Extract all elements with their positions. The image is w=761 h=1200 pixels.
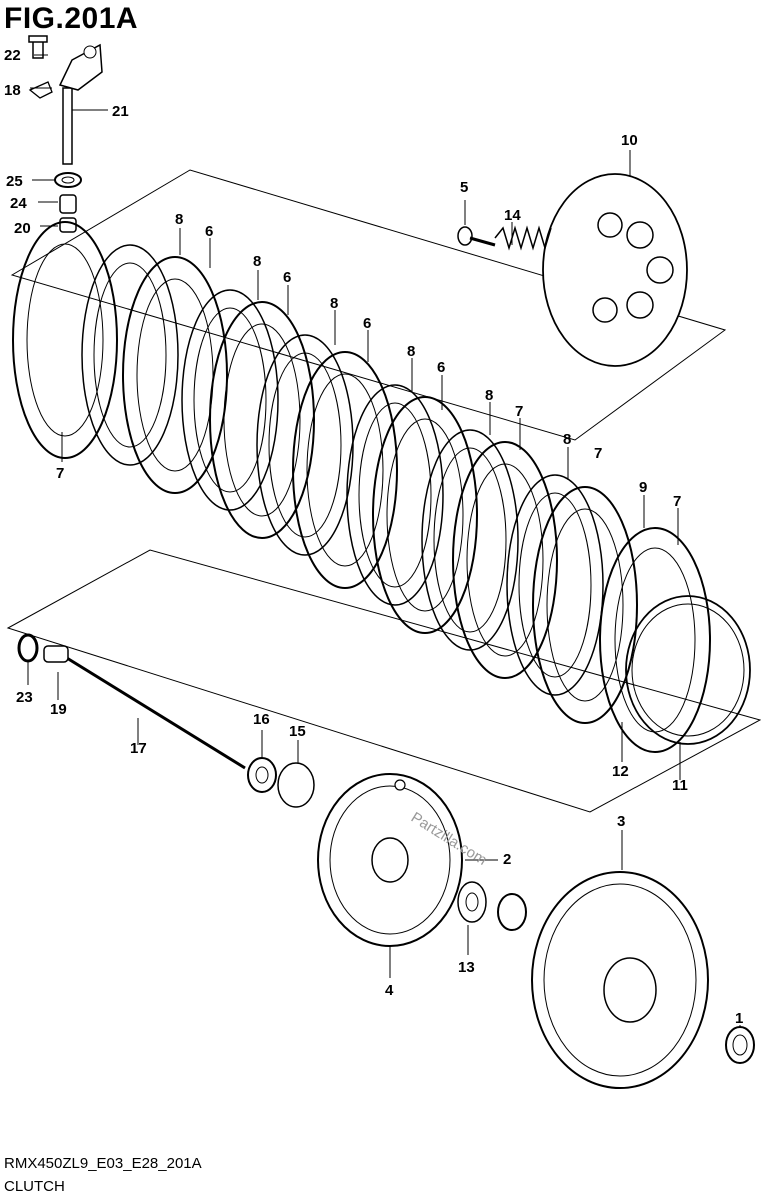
drive-plate	[292, 351, 398, 589]
drive-plate	[372, 396, 478, 634]
spring-bolt	[457, 226, 496, 247]
callout-9: 9	[639, 479, 647, 496]
callout-16: 16	[253, 711, 270, 728]
callout-6a: 6	[205, 223, 213, 240]
clip-18	[28, 81, 53, 99]
callout-24: 24	[10, 195, 27, 212]
release-shaft-assembly	[28, 35, 103, 233]
spring-washer-11	[625, 595, 751, 745]
callout-6d: 6	[437, 359, 445, 376]
sleeve-hub	[317, 773, 463, 947]
drive-plate	[122, 256, 228, 494]
basket-group-outline	[6, 549, 761, 813]
callout-8a: 8	[175, 211, 183, 228]
push-rod-piece-19	[43, 645, 69, 663]
callout-2: 2	[503, 851, 511, 868]
callout-15: 15	[289, 723, 306, 740]
clutch-plate-stack	[12, 221, 751, 753]
callout-14: 14	[504, 207, 521, 224]
driven-plate	[346, 384, 444, 606]
drive-plate	[599, 527, 711, 753]
needle-bearing-2	[497, 893, 527, 931]
driven-plate	[256, 334, 354, 556]
drive-plate	[532, 486, 638, 724]
callout-20: 20	[14, 220, 31, 237]
driven-plate	[81, 244, 179, 466]
driven-plate	[506, 474, 604, 696]
plate-group-outline	[10, 169, 727, 441]
callout-22: 22	[4, 47, 21, 64]
callout-8c: 8	[330, 295, 338, 312]
clutch-spring	[494, 225, 552, 251]
callout-7a: 7	[515, 403, 523, 420]
pressure-plate	[542, 173, 688, 367]
bush-20	[59, 217, 77, 233]
callout-13: 13	[458, 959, 475, 976]
callout-6b: 6	[283, 269, 291, 286]
callout-8e: 8	[485, 387, 493, 404]
callout-18: 18	[4, 82, 21, 99]
callout-4: 4	[385, 982, 394, 999]
callout-11: 11	[672, 777, 688, 794]
oil-seal-23	[17, 633, 39, 663]
drive-plate	[12, 221, 118, 459]
callout-8b: 8	[253, 253, 261, 270]
diagram-code: RMX450ZL9_E03_E28_201A	[4, 1155, 202, 1172]
callout-5: 5	[460, 179, 468, 196]
callout-17: 17	[130, 740, 147, 757]
callout-12: 12	[612, 763, 629, 780]
callout-23: 23	[16, 689, 33, 706]
clutch-housing	[531, 871, 709, 1089]
driven-plate	[181, 289, 279, 511]
callout-7b: 7	[594, 445, 602, 462]
bearing-24	[59, 194, 77, 214]
callout-19: 19	[50, 701, 67, 718]
callout-8d: 8	[407, 343, 415, 360]
callout-1: 1	[735, 1010, 743, 1027]
push-rod	[61, 653, 246, 770]
figure-title: FIG.201A	[4, 2, 139, 35]
callout-8f: 8	[563, 431, 571, 448]
callout-3: 3	[617, 813, 625, 830]
diagram-name: CLUTCH	[4, 1178, 65, 1195]
callout-7d: 7	[56, 465, 64, 482]
callout-25: 25	[6, 173, 23, 190]
release-shaft	[62, 87, 73, 165]
callout-6c: 6	[363, 315, 371, 332]
callout-labels: 22 18 21 25 24 20 10 5 14 8 6 8 6 8 6 8 …	[4, 47, 743, 1027]
drive-plate	[209, 301, 315, 539]
thrust-washer-15	[277, 762, 315, 808]
drive-plate	[452, 441, 558, 679]
callout-10: 10	[621, 132, 638, 149]
callout-21: 21	[112, 103, 129, 120]
callout-7c: 7	[673, 493, 681, 510]
driven-plate	[421, 429, 519, 651]
